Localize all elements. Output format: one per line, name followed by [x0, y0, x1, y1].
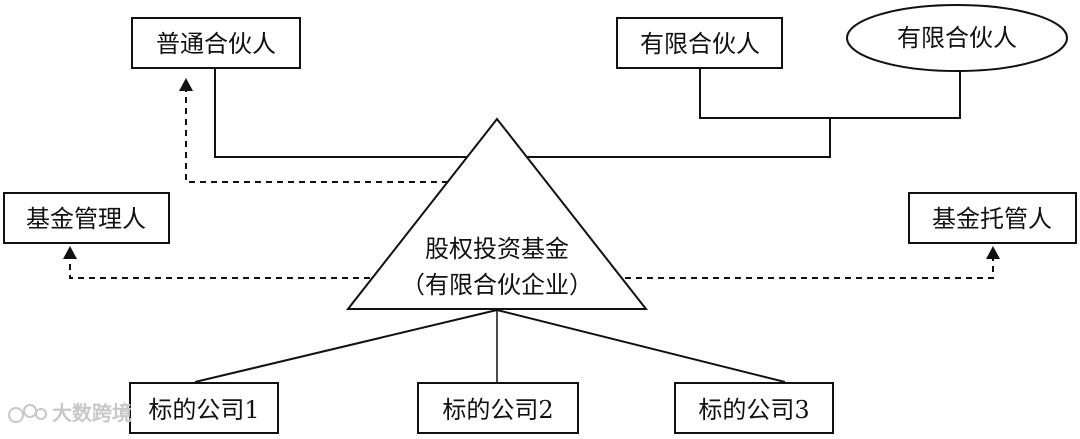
fund-name-label: 股权投资基金	[425, 235, 569, 263]
fund-to-company1-line	[194, 309, 498, 383]
company1-label: 标的公司1	[148, 396, 259, 424]
fund-manager-box	[3, 192, 170, 244]
general-partner-box	[131, 17, 301, 69]
gp-arrowhead-icon	[179, 78, 193, 91]
company2-label: 标的公司2	[442, 396, 553, 424]
fund-manager-label: 基金管理人	[26, 205, 146, 233]
watermark-logo-icon	[8, 404, 47, 423]
limited-partner-ellipse	[846, 4, 1068, 72]
custodian-arrowhead-icon	[986, 246, 1000, 259]
company3-box	[674, 382, 834, 434]
fund-triangle	[345, 117, 649, 310]
lp-bracket-line	[699, 68, 961, 119]
fund-to-gp-dashed-line	[185, 90, 448, 183]
gp-connector-line	[214, 68, 831, 158]
fund-custodian-box	[908, 192, 1077, 244]
fund-type-label: （有限合伙企业）	[401, 271, 593, 299]
manager-arrowhead-icon	[63, 246, 77, 259]
general-partner-label: 普通合伙人	[156, 30, 276, 58]
company1-box	[129, 382, 279, 434]
fund-to-custodian-dashed-line	[625, 258, 994, 279]
limited-partner-box-label: 有限合伙人	[640, 30, 760, 58]
fund-custodian-label: 基金托管人	[932, 205, 1052, 233]
limited-partner-box	[616, 17, 783, 69]
watermark-text: 大数跨境	[52, 401, 132, 425]
fund-to-manager-dashed-line	[69, 258, 370, 279]
limited-partner-ellipse-label: 有限合伙人	[897, 24, 1017, 52]
company3-label: 标的公司3	[698, 396, 809, 424]
company2-box	[417, 382, 579, 434]
fund-to-company3-line	[496, 309, 786, 383]
